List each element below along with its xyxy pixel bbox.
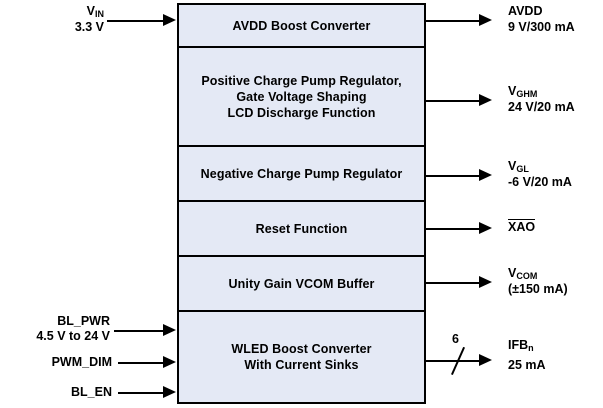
output-subscript: COM xyxy=(516,271,538,281)
output-label-vgl: VGL -6 V/20 mA xyxy=(508,159,572,190)
input-label-bl-pwr: BL_PWR 4.5 V to 24 V xyxy=(0,314,110,344)
input-label-vin: VIN 3.3 V xyxy=(0,4,104,35)
input-name: BL_EN xyxy=(71,385,112,399)
block-label-line: Negative Charge Pump Regulator xyxy=(200,166,403,181)
block-reset-function[interactable]: Reset Function xyxy=(179,202,424,257)
input-name: PWM_DIM xyxy=(51,355,112,369)
wire-xao xyxy=(426,228,480,230)
block-label-line: Reset Function xyxy=(255,221,348,236)
wire-vghm xyxy=(426,100,480,102)
block-label-line: Gate Voltage Shaping xyxy=(236,89,367,104)
wire-bl-pwr xyxy=(114,330,164,332)
block-label-line: Unity Gain VCOM Buffer xyxy=(228,276,375,291)
output-detail: 24 V/20 mA xyxy=(508,100,575,114)
arrow-ifbn xyxy=(479,354,492,366)
output-name: AVDD xyxy=(508,4,543,18)
arrow-vgl xyxy=(479,169,492,181)
arrow-vcom xyxy=(479,276,492,288)
input-name: BL_PWR xyxy=(57,314,110,328)
wire-vcom xyxy=(426,282,480,284)
output-label-ifbn: IFBn 25 mA xyxy=(508,338,546,373)
arrow-avdd xyxy=(479,14,492,26)
block-avdd-boost-converter[interactable]: AVDD Boost Converter xyxy=(179,5,424,48)
wire-ifbn xyxy=(426,360,480,362)
block-unity-gain-vcom-buffer[interactable]: Unity Gain VCOM Buffer xyxy=(179,257,424,312)
output-detail: 9 V/300 mA xyxy=(508,20,575,34)
input-detail: 3.3 V xyxy=(74,20,104,34)
wire-pwm-dim xyxy=(118,362,164,364)
block-label-line: Positive Charge Pump Regulator, xyxy=(201,73,402,88)
bus-width-label: 6 xyxy=(452,332,459,346)
block-column: AVDD Boost Converter Positive Charge Pum… xyxy=(177,3,426,404)
output-name: IFB xyxy=(508,338,529,352)
arrow-bl-en xyxy=(163,386,176,398)
output-name: XAO xyxy=(508,219,536,234)
output-name: V xyxy=(508,266,517,280)
output-label-xao: XAO xyxy=(508,219,536,235)
input-detail: 4.5 V to 24 V xyxy=(36,329,110,343)
input-label-pwm-dim: PWM_DIM xyxy=(0,355,112,370)
block-negative-charge-pump[interactable]: Negative Charge Pump Regulator xyxy=(179,147,424,202)
output-detail: -6 V/20 mA xyxy=(508,175,572,189)
wire-vin xyxy=(107,20,164,22)
arrow-vin xyxy=(163,14,176,26)
input-subscript: IN xyxy=(95,9,104,19)
output-detail: (±150 mA) xyxy=(508,282,568,296)
output-label-vghm: VGHM 24 V/20 mA xyxy=(508,84,575,115)
output-name: V xyxy=(508,159,517,173)
arrow-xao xyxy=(479,222,492,234)
input-name: V xyxy=(86,4,95,18)
output-name: V xyxy=(508,84,517,98)
output-subscript: GHM xyxy=(516,89,538,99)
arrow-vghm xyxy=(479,94,492,106)
block-positive-charge-pump[interactable]: Positive Charge Pump Regulator, Gate Vol… xyxy=(179,48,424,147)
block-label-line: WLED Boost Converter xyxy=(231,342,372,356)
output-detail: 25 mA xyxy=(508,358,546,372)
arrow-bl-pwr xyxy=(163,324,176,336)
wire-bl-en xyxy=(118,392,164,394)
block-wled-boost-converter[interactable]: WLED Boost Converter With Current Sinks xyxy=(179,312,424,402)
output-subscript: n xyxy=(528,343,534,353)
block-label-line: With Current Sinks xyxy=(244,358,359,372)
block-label-line: LCD Discharge Function xyxy=(227,105,376,120)
arrow-pwm-dim xyxy=(163,356,176,368)
wire-vgl xyxy=(426,175,480,177)
output-label-vcom: VCOM (±150 mA) xyxy=(508,266,568,297)
wire-avdd xyxy=(426,20,480,22)
input-label-bl-en: BL_EN xyxy=(0,385,112,400)
output-subscript: GL xyxy=(516,164,529,174)
output-label-avdd: AVDD 9 V/300 mA xyxy=(508,4,575,35)
block-label-line: AVDD Boost Converter xyxy=(232,18,371,33)
